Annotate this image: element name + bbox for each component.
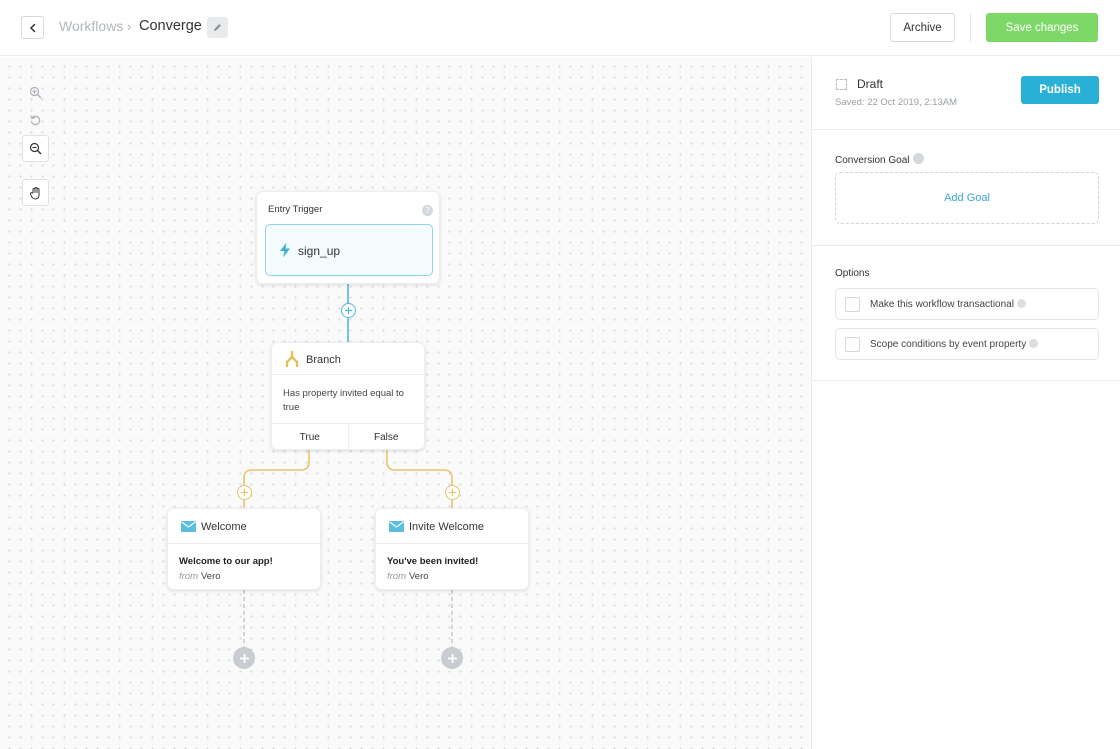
entry-trigger-node[interactable]: Entry Trigger ? sign_up <box>256 191 440 284</box>
scope-conditions-checkbox[interactable] <box>845 337 860 352</box>
zoom-out-button[interactable] <box>22 135 49 162</box>
conversion-goal-title: Conversion Goal <box>835 152 925 166</box>
email-node-header: Invite Welcome <box>376 509 528 544</box>
add-step-false-path[interactable] <box>445 485 460 500</box>
edit-name-button[interactable] <box>207 17 228 38</box>
email-node-header: Welcome <box>168 509 320 544</box>
help-icon[interactable]: ? <box>422 205 433 216</box>
header-divider <box>970 13 971 42</box>
options-title: Options <box>835 268 870 279</box>
entry-trigger-title: Entry Trigger <box>268 204 323 215</box>
pan-tool-button[interactable] <box>22 179 49 206</box>
trigger-event-box[interactable]: sign_up <box>265 224 433 276</box>
back-button[interactable] <box>21 16 44 39</box>
email-title: Invite Welcome <box>409 521 484 533</box>
email-from-name: Vero <box>201 571 221 582</box>
workflow-canvas[interactable]: Entry Trigger ? sign_up Branch Has prope… <box>0 57 811 749</box>
status-label: Draft <box>857 77 884 91</box>
branch-true-option[interactable]: True <box>299 432 320 443</box>
chevron-left-icon <box>29 23 35 32</box>
plus-icon <box>447 653 457 663</box>
options-section: Options Make this workflow transactional… <box>812 246 1120 381</box>
save-changes-button[interactable]: Save changes <box>986 13 1098 42</box>
settings-panel: Draft Saved: 22 Oct 2019, 2:13AM Publish… <box>811 57 1120 749</box>
archive-button[interactable]: Archive <box>890 13 955 42</box>
zoom-in-icon <box>29 86 42 99</box>
branch-header: Branch <box>272 343 424 375</box>
conversion-goal-section: Conversion Goal Add Goal <box>812 130 1120 246</box>
email-from-prefix: from <box>179 571 198 582</box>
workflow-title: Converge <box>139 18 202 34</box>
add-step-after-trigger[interactable] <box>341 303 356 318</box>
add-step-button-left[interactable] <box>233 647 255 669</box>
option-transactional[interactable]: Make this workflow transactional <box>835 288 1099 320</box>
email-from-prefix: from <box>387 571 406 582</box>
option-scope-conditions[interactable]: Scope conditions by event property <box>835 328 1099 360</box>
lightning-icon <box>280 242 290 258</box>
info-icon[interactable] <box>913 153 925 164</box>
option-label: Make this workflow transactional <box>870 299 1026 310</box>
branch-icon <box>285 351 299 367</box>
plus-icon <box>241 489 248 496</box>
breadcrumb-separator: › <box>127 19 132 34</box>
plus-icon <box>449 489 456 496</box>
top-bar: Workflows › Converge Archive Save change… <box>0 0 1120 56</box>
plus-icon <box>345 307 352 314</box>
option-label: Scope conditions by event property <box>870 339 1039 350</box>
saved-timestamp: Saved: 22 Oct 2019, 2:13AM <box>835 97 957 108</box>
transactional-checkbox[interactable] <box>845 297 860 312</box>
reset-icon <box>29 115 41 126</box>
zoom-in-button[interactable] <box>22 79 49 106</box>
reset-zoom-button[interactable] <box>22 107 49 134</box>
branch-paths: True False <box>272 423 424 451</box>
zoom-out-icon <box>29 142 42 155</box>
option-text: Make this workflow transactional <box>870 299 1014 310</box>
trigger-event-name: sign_up <box>298 244 341 258</box>
flow-connectors <box>243 284 453 647</box>
conversion-goal-label: Conversion Goal <box>835 155 910 166</box>
add-step-button-right[interactable] <box>441 647 463 669</box>
branch-false-option[interactable]: False <box>347 424 425 451</box>
publish-button[interactable]: Publish <box>1021 76 1099 104</box>
info-icon <box>1029 339 1039 348</box>
plus-icon <box>239 653 249 663</box>
add-goal-button[interactable]: Add Goal <box>835 172 1099 224</box>
branch-condition: Has property invited equal to true <box>283 388 404 413</box>
info-icon <box>1016 299 1026 308</box>
option-text: Scope conditions by event property <box>870 339 1027 350</box>
pencil-icon <box>214 24 221 31</box>
draft-status-icon <box>836 79 847 90</box>
branch-node[interactable]: Branch Has property invited equal to tru… <box>271 342 425 451</box>
email-title: Welcome <box>201 521 247 533</box>
add-step-true-path[interactable] <box>237 485 252 500</box>
envelope-icon <box>181 521 196 532</box>
email-node-invite-welcome[interactable]: Invite Welcome You've been invited! from… <box>375 508 529 590</box>
branch-title: Branch <box>306 354 341 366</box>
status-section: Draft Saved: 22 Oct 2019, 2:13AM Publish <box>812 57 1120 130</box>
email-subject: You've been invited! <box>387 556 479 567</box>
email-from-name: Vero <box>409 571 429 582</box>
breadcrumb-workflows[interactable]: Workflows <box>59 18 124 34</box>
envelope-icon <box>389 521 404 532</box>
email-subject: Welcome to our app! <box>179 556 273 567</box>
hand-icon <box>29 186 39 199</box>
